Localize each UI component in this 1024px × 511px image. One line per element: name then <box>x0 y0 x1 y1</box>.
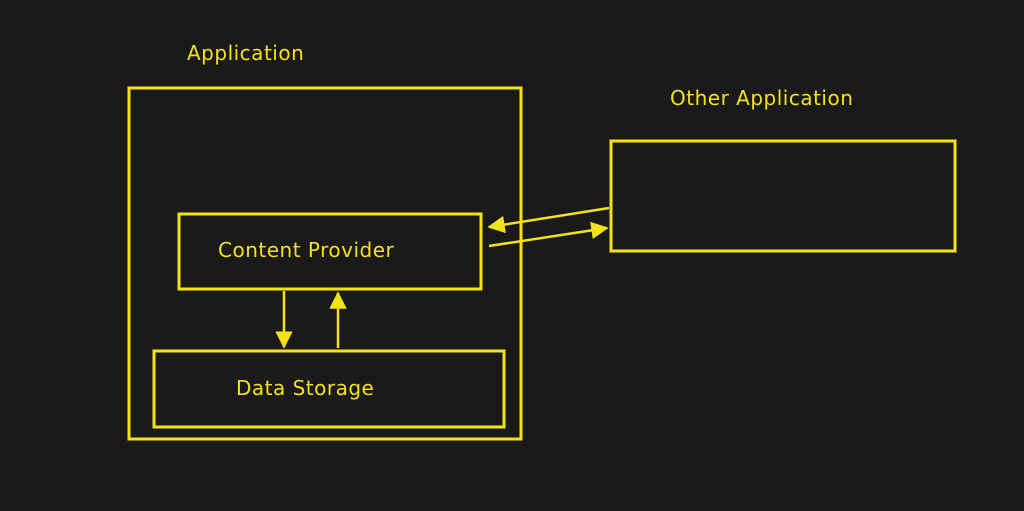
other-application-box <box>609 139 957 253</box>
data-storage-box <box>152 349 506 429</box>
content-provider-label: Content Provider <box>218 238 395 262</box>
other-application-label: Other Application <box>670 86 853 110</box>
content-provider-box <box>177 212 483 291</box>
arrow-other-to-provider <box>487 206 610 234</box>
application-box <box>127 86 523 441</box>
arrow-provider-to-other <box>488 221 609 248</box>
data-storage-label: Data Storage <box>236 376 374 400</box>
application-label: Application <box>187 41 304 65</box>
